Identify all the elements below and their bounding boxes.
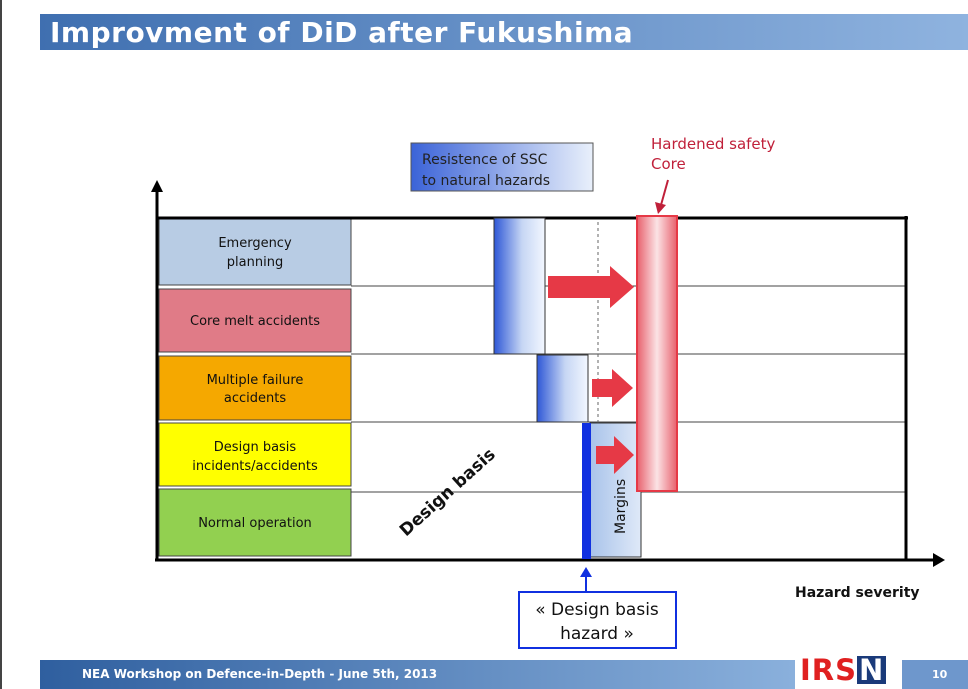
level-label-design-basis-line2: incidents/accidents [192, 459, 318, 474]
page-number: 10 [932, 668, 948, 681]
level-label-multiple-line2: accidents [224, 391, 286, 406]
hardened-callout-pointer [660, 179, 669, 206]
resistance-bar-middle [536, 354, 589, 423]
hardened-safety-core-bar [636, 215, 678, 492]
red-arrow-upper [548, 266, 634, 308]
x-axis-label: Hazard severity [795, 585, 920, 601]
level-box-normal-operation [158, 488, 352, 557]
irsn-logo: IRSN [800, 653, 890, 687]
resistance-bar-upper [493, 217, 546, 355]
level-label-emergency-line1: Emergency [218, 236, 292, 251]
slide-title: Improvment of DiD after Fukushima [50, 16, 634, 49]
design-basis-diagonal-label: Design basis [396, 445, 500, 541]
design-basis-line [582, 423, 591, 559]
title-bar: Improvment of DiD after Fukushima [40, 14, 968, 50]
level-box-core-melt [158, 288, 352, 353]
level-label-design-basis-line1: Design basis [214, 440, 297, 455]
hardened-callout-pointer-head [655, 202, 666, 214]
level-label-multiple-line1: Multiple failure [207, 373, 304, 388]
margins-label: Margins [613, 479, 629, 534]
red-arrow-middle [592, 369, 633, 407]
level-label-core-melt: Core melt accidents [190, 314, 320, 329]
logo-box-text: N [857, 653, 887, 687]
design-basis-hazard-box [518, 591, 677, 649]
red-arrow-lower [596, 436, 634, 474]
footer-bar: NEA Workshop on Defence-in-Depth - June … [40, 660, 795, 689]
y-axis-arrowhead [151, 180, 163, 192]
level-label-emergency-line2: planning [227, 255, 283, 270]
resistance-callout-line2: to natural hazards [422, 173, 550, 189]
slide-left-edge [0, 0, 2, 689]
level-boxes [158, 217, 352, 557]
page-number-box: 10 [902, 660, 968, 689]
x-axis-arrowhead [933, 553, 945, 567]
hardened-callout-line2: Core [651, 155, 686, 173]
level-box-emergency-planning [158, 217, 352, 286]
level-box-multiple-failure [158, 355, 352, 421]
level-box-design-basis [158, 422, 352, 487]
footer-text: NEA Workshop on Defence-in-Depth - June … [82, 667, 438, 681]
resistance-callout-line1: Resistence of SSC [422, 152, 548, 168]
design-basis-hazard-pointer-head [580, 567, 592, 577]
logo-main-text: IRS [800, 653, 858, 687]
hardened-callout-line1: Hardened safety [651, 135, 776, 153]
level-label-normal-operation: Normal operation [198, 516, 312, 531]
design-basis-hazard-line1: « Design basis [535, 600, 659, 620]
design-basis-hazard-line2: hazard » [560, 624, 634, 644]
resistance-callout-box [410, 142, 594, 192]
